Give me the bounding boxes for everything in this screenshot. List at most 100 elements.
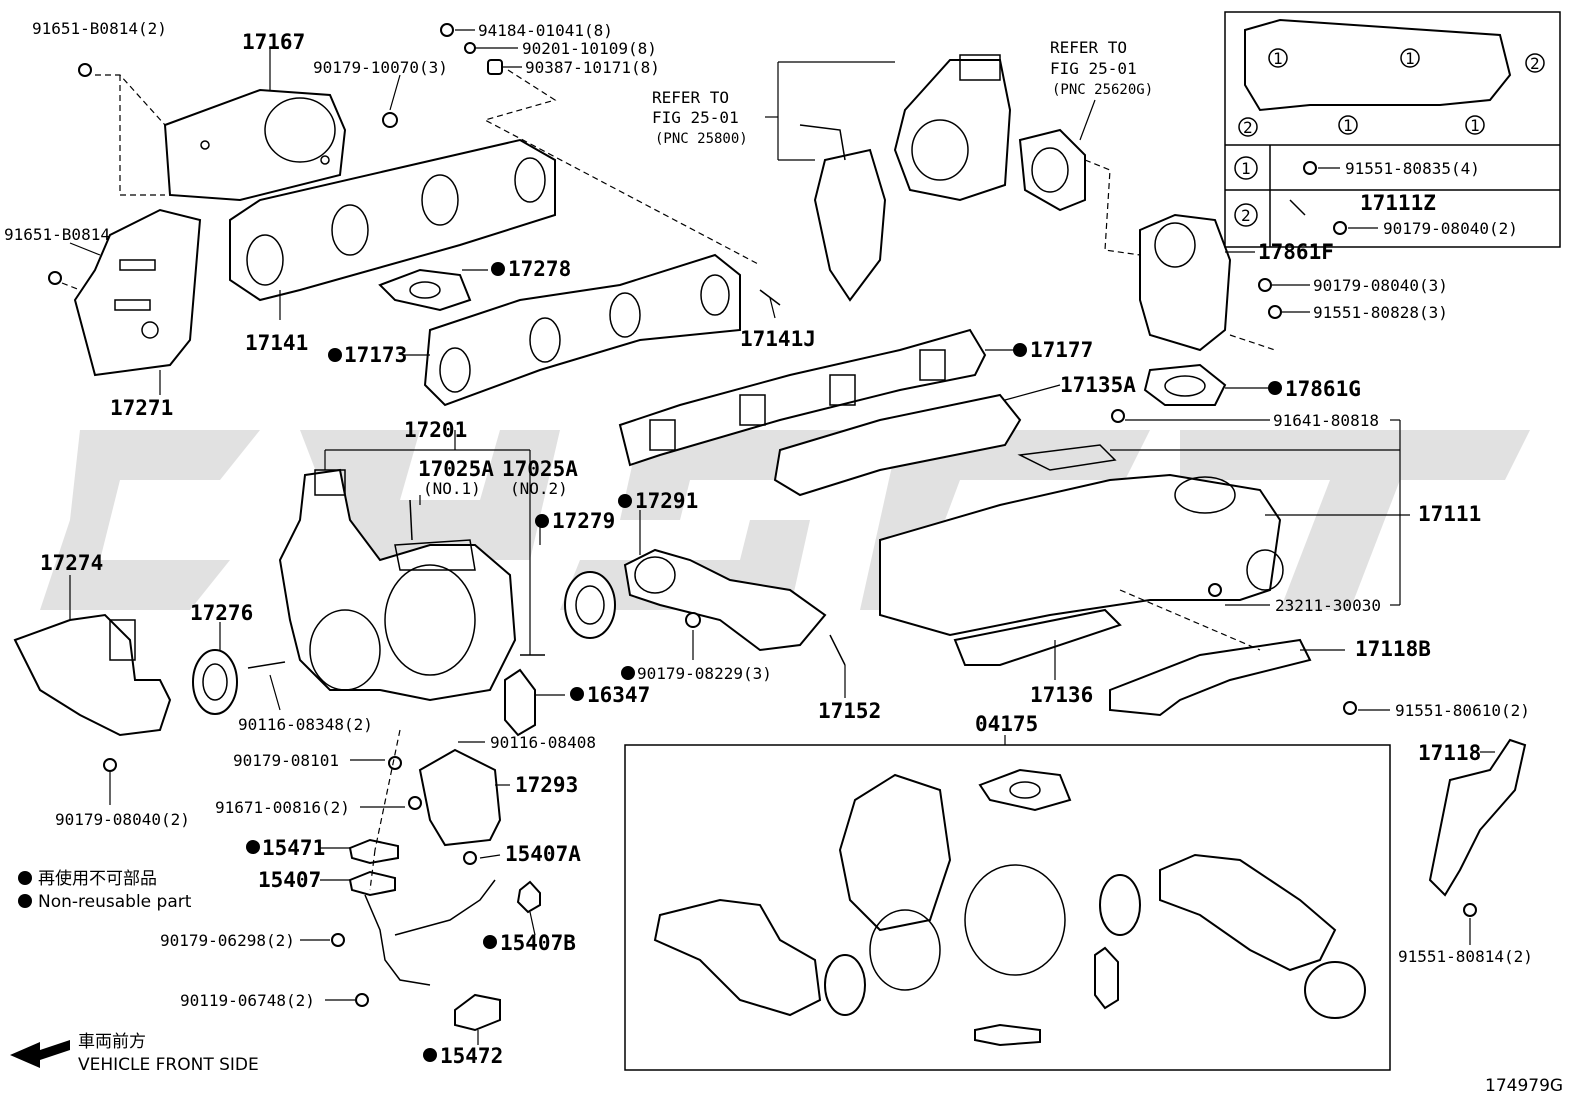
- label-04175: 04175: [975, 712, 1038, 736]
- front-direction-arrow-icon: [10, 1040, 70, 1068]
- direction-jp: 車両前方: [78, 1032, 146, 1052]
- label-17201: 17201: [404, 418, 467, 442]
- label-90116-08348-2: 90116-08348(2): [238, 715, 373, 734]
- label-15407b: 15407B: [500, 931, 576, 955]
- label-17025a-no1: 17025A: [418, 457, 494, 481]
- part-90116-08348-stud: [247, 661, 286, 669]
- part-15472-gasket: [454, 993, 501, 1032]
- inset-callout-1c: 1: [1343, 116, 1353, 135]
- legend-jp: 再使用不可部品: [38, 868, 157, 889]
- inset-callout-1b: 1: [1405, 49, 1415, 68]
- part-labels: 91651-B0814(2) 17167 90179-10070(3) 9418…: [4, 19, 1533, 1068]
- label-91671-00816-2: 91671-00816(2): [215, 798, 350, 817]
- part-17276-gasket: [192, 649, 238, 715]
- fasteners: [48, 23, 1477, 1007]
- legend: 再使用不可部品 Non-reusable part: [18, 868, 192, 912]
- label-17274: 17274: [40, 551, 103, 575]
- inset-04175-gasket-kit: [624, 744, 1391, 1071]
- label-17111: 17111: [1418, 502, 1481, 526]
- label-90179-08040-3: 90179-08040(3): [1313, 276, 1448, 295]
- inset-callout-2b: 2: [1243, 118, 1253, 137]
- label-90179-10070-3: 90179-10070(3): [313, 58, 448, 77]
- label-ref-left-1: REFER TO: [652, 88, 729, 107]
- label-90201-10109-8: 90201-10109(8): [522, 39, 657, 58]
- part-17177-gasket: [618, 328, 987, 467]
- label-23211-30030: 23211-30030: [1275, 596, 1381, 615]
- part-17118b-bracket: [1109, 638, 1312, 717]
- label-17025a-no2: 17025A: [502, 457, 578, 481]
- part-15407b-union: [516, 880, 541, 914]
- part-17279-gasket: [564, 571, 616, 639]
- label-90179-08229-3: 90179-08229(3): [637, 664, 772, 683]
- part-17152-stud: [829, 634, 846, 666]
- label-17135a: 17135A: [1060, 373, 1136, 397]
- label-17271: 17271: [110, 396, 173, 420]
- label-91551-80835: 91551-80835(4): [1345, 159, 1480, 178]
- label-16347: 16347: [587, 683, 650, 707]
- label-ref-right-2: FIG 25-01: [1050, 59, 1137, 78]
- label-90179-08040-2: 90179-08040(2): [55, 810, 190, 829]
- part-17141j-stud: [759, 289, 781, 306]
- label-91551-80814-2: 91551-80814(2): [1398, 947, 1533, 966]
- label-ref-right-3: (PNC 25620G): [1052, 82, 1153, 98]
- part-17025a-studs: [409, 499, 545, 656]
- part-17173-gasket: [423, 253, 741, 407]
- label-17276: 17276: [190, 601, 253, 625]
- label-17025a-no2-sub: (NO.2): [510, 479, 568, 498]
- label-94184-01041-8: 94184-01041(8): [478, 21, 613, 40]
- label-17293: 17293: [515, 773, 578, 797]
- part-17861f-pipe: [1139, 213, 1232, 352]
- label-17152: 17152: [818, 699, 881, 723]
- label-17141: 17141: [245, 331, 308, 355]
- part-17291-elbow: [623, 548, 827, 652]
- label-90179-06298-2: 90179-06298(2): [160, 931, 295, 950]
- inset-row1-key: 1: [1241, 159, 1251, 178]
- part-17271-shield: [73, 208, 202, 377]
- label-90116-08408: 90116-08408: [490, 733, 596, 752]
- part-gasket-25620g: [1018, 128, 1086, 212]
- label-91551-80610-2: 91551-80610(2): [1395, 701, 1530, 720]
- part-16347-gasket: [504, 668, 536, 737]
- direction-en: VEHICLE FRONT SIDE: [78, 1055, 259, 1075]
- label-17118b: 17118B: [1355, 637, 1431, 661]
- inset-bolt-key: 1 1 2 2 1 1 1 2 91551-80835(4) 17111Z 90…: [1224, 11, 1561, 248]
- label-17279: 17279: [552, 509, 615, 533]
- label-15471: 15471: [262, 836, 325, 860]
- label-15472: 15472: [440, 1044, 503, 1068]
- part-17201-turbocharger: [278, 468, 517, 702]
- part-17118-bracket: [1428, 738, 1527, 897]
- label-17167: 17167: [242, 30, 305, 54]
- label-17111z: 17111Z: [1360, 191, 1436, 215]
- label-ref-left-3: (PNC 25800): [655, 131, 748, 147]
- label-91641-80818: 91641-80818: [1273, 411, 1379, 430]
- label-17177: 17177: [1030, 338, 1093, 362]
- part-17136-insulator: [953, 608, 1122, 666]
- part-egr-bracket: [799, 124, 887, 302]
- diagram-id: 174979G: [1485, 1076, 1563, 1096]
- label-91551-80828-3: 91551-80828(3): [1313, 303, 1448, 322]
- label-17278: 17278: [508, 257, 571, 281]
- inset-callout-1a: 1: [1273, 49, 1283, 68]
- label-ref-left-2: FIG 25-01: [652, 108, 739, 127]
- label-ref-right-1: REFER TO: [1050, 38, 1127, 57]
- label-17173: 17173: [344, 343, 407, 367]
- legend-en: Non-reusable part: [38, 892, 192, 912]
- part-15407-oil-pipe: [348, 838, 496, 986]
- part-17293-bracket: [418, 748, 502, 847]
- part-17111-intake-pipe: [879, 444, 1284, 637]
- inset-callout-1d: 1: [1470, 116, 1480, 135]
- label-17025a-no1-sub: (NO.1): [423, 479, 481, 498]
- part-egr-valve: [893, 54, 1012, 202]
- label-91651-b0814: 91651-B0814: [4, 225, 110, 244]
- part-17278-gasket: [378, 268, 472, 312]
- label-17291: 17291: [635, 489, 698, 513]
- label-90387-10171-8: 90387-10171(8): [525, 58, 660, 77]
- part-17141-exhaust-manifold: [229, 138, 556, 302]
- label-17141j: 17141J: [740, 327, 816, 351]
- dashed-assembly-lines: [61, 69, 1276, 891]
- label-90179-08101: 90179-08101: [233, 751, 339, 770]
- label-15407: 15407: [258, 868, 321, 892]
- label-17861g: 17861G: [1285, 377, 1361, 401]
- label-15407a: 15407A: [505, 842, 581, 866]
